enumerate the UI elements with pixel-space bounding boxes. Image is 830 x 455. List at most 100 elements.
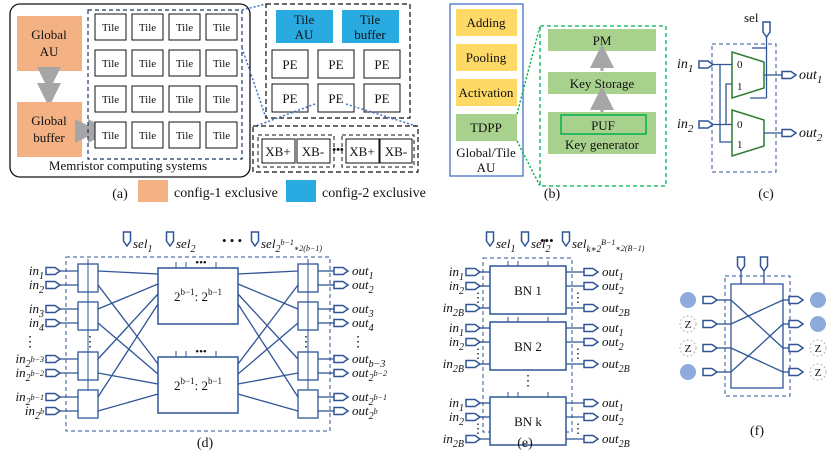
tile-label: Tile xyxy=(102,58,119,70)
system-label: Memristor computing systems xyxy=(49,158,207,173)
sel-port xyxy=(759,256,769,273)
op-activation xyxy=(456,79,517,106)
global-buffer-line-2: buffer xyxy=(33,130,65,145)
input-label: in1 xyxy=(449,264,464,283)
xb-minus-box xyxy=(296,138,331,164)
port xyxy=(333,318,350,328)
tile-buffer-line-1: Tile xyxy=(360,12,381,27)
sel-port xyxy=(561,231,571,248)
high-z-node xyxy=(809,363,827,381)
port xyxy=(333,280,350,290)
in1-port xyxy=(698,60,715,69)
crossing-wire xyxy=(97,372,159,385)
port xyxy=(583,323,600,333)
xb-pair-left xyxy=(257,134,335,168)
high-z-label: Z xyxy=(685,319,692,331)
output-label: out2 xyxy=(602,334,624,353)
switch-box xyxy=(730,283,784,389)
crossing-wire xyxy=(97,293,159,360)
tick-ellipsis: ••• xyxy=(195,257,207,269)
crossing-wire xyxy=(237,303,299,398)
vdots: ⋮ xyxy=(351,335,365,350)
crossing-wire xyxy=(237,393,299,412)
tile-au-line-1: Tile xyxy=(294,12,315,27)
bn-block xyxy=(489,321,567,371)
port xyxy=(465,434,482,444)
tile-box xyxy=(168,49,201,77)
input-label: in2 xyxy=(29,277,44,296)
xb-pair-right xyxy=(341,134,415,168)
port xyxy=(45,406,62,416)
tile-box xyxy=(205,49,238,77)
tile-label: Tile xyxy=(139,94,156,106)
xb-minus-box xyxy=(379,138,413,164)
sel-port xyxy=(520,231,530,248)
sel2-label: sel2 xyxy=(176,236,195,255)
caption-e: (e) xyxy=(517,436,533,451)
tile-label: Tile xyxy=(213,130,230,142)
port xyxy=(333,304,350,314)
port xyxy=(465,412,482,422)
port xyxy=(45,304,62,314)
sub-network-block xyxy=(157,356,239,414)
sel-last-label: selk∗2B−1∗2(B−1) xyxy=(572,236,645,254)
pe-box xyxy=(271,49,309,79)
crossing-wire xyxy=(237,322,299,375)
au-label-line-1: Global/Tile xyxy=(456,145,516,160)
sel-port xyxy=(485,231,495,248)
tile-label: Tile xyxy=(102,130,119,142)
sub-network-label: 2b−1: 2b−1 xyxy=(174,287,222,304)
output-label: out2 xyxy=(602,278,624,297)
crossing-wire xyxy=(237,293,299,360)
output-label: out2b xyxy=(352,403,378,422)
port xyxy=(583,434,600,444)
stack-frame xyxy=(482,257,573,433)
zoom-line xyxy=(241,47,267,119)
out2-label: out2 xyxy=(799,126,823,144)
tile-label: Tile xyxy=(213,94,230,106)
tile-label: Tile xyxy=(176,130,193,142)
bn-label: BN k xyxy=(514,414,542,429)
zoom-line xyxy=(345,103,417,127)
pm-box xyxy=(548,29,656,51)
port xyxy=(583,398,600,408)
wire xyxy=(730,299,784,349)
port xyxy=(333,368,350,378)
crossing-wire xyxy=(97,303,159,398)
port xyxy=(788,319,805,329)
tile-box xyxy=(94,85,127,113)
op-adding xyxy=(456,9,517,36)
mux-top-0: 0 xyxy=(737,59,743,71)
tile-box xyxy=(131,13,164,41)
global-buffer-box xyxy=(17,102,82,157)
vdots: ⋮ xyxy=(472,421,485,436)
xb-minus-label: XB- xyxy=(385,144,407,159)
output-label: outb−3 xyxy=(352,351,385,370)
port xyxy=(465,398,482,408)
port xyxy=(702,319,719,329)
pe-box xyxy=(317,83,355,113)
output-label: out2 xyxy=(352,277,374,296)
tile-label: Tile xyxy=(102,22,119,34)
port xyxy=(333,406,350,416)
output-label: out3 xyxy=(352,301,374,320)
sel-port xyxy=(122,231,132,248)
input-label: in2B xyxy=(443,300,464,319)
high-z-node xyxy=(679,339,697,357)
au-label-line-2: AU xyxy=(477,160,496,175)
legend-label-config-2: config-2 exclusive xyxy=(322,186,426,201)
in2-port xyxy=(698,120,715,129)
pm-label: PM xyxy=(593,33,612,48)
high-z-label: Z xyxy=(815,367,822,379)
crossing-wire xyxy=(97,393,159,412)
input-label: in2b−3 xyxy=(15,351,44,370)
port xyxy=(45,392,62,402)
tile-box xyxy=(205,121,238,149)
sel1-label: sel1 xyxy=(496,236,515,255)
wire xyxy=(730,323,784,373)
sub-network-label: 2b−1: 2b−1 xyxy=(174,376,222,393)
panel-c-labels: sel in1 in2 out1 out2 0 1 0 1 (c) xyxy=(677,10,823,202)
vdots: ⋮ xyxy=(472,346,485,361)
switch-left xyxy=(77,389,99,419)
legend-swatch-config-2 xyxy=(286,180,316,202)
